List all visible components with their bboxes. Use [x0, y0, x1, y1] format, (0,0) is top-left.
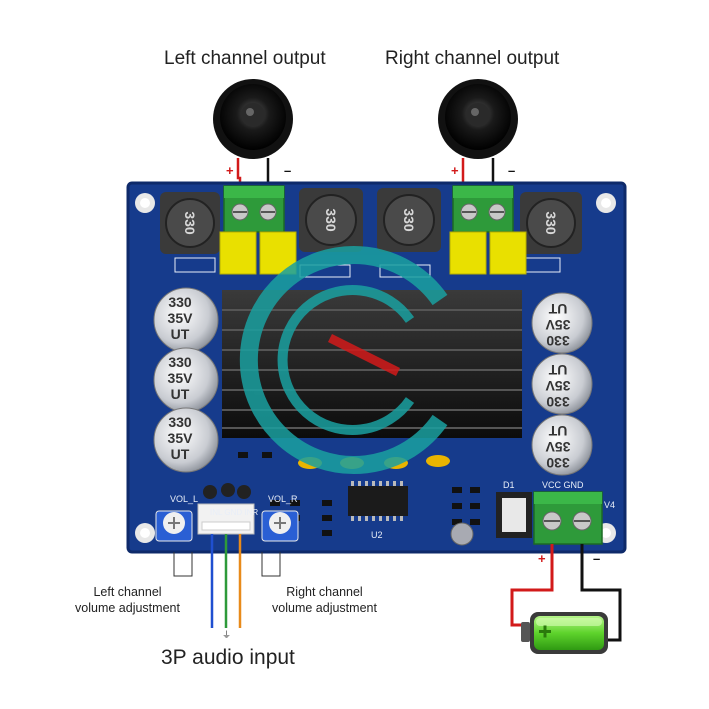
- capacitor-brand: UT: [548, 423, 567, 439]
- right-channel-output-label: Right channel output: [385, 48, 560, 69]
- volume-callout-brackets: [173, 552, 281, 577]
- left-volume-label: Left channel volume adjustment: [60, 584, 195, 616]
- electrolytic-capacitor-right-3: 330 35V UT: [531, 414, 593, 476]
- electrolytic-capacitor-right-1: 330 35V UT: [531, 292, 593, 354]
- power-wires: [510, 544, 622, 642]
- inductor-1: 330: [160, 192, 220, 254]
- capacitor-voltage: 35V: [168, 430, 194, 446]
- vol-left-silk: VOL_L: [170, 494, 198, 504]
- power-terminal: VCC GND V4: [533, 480, 615, 545]
- left-minus-sign: –: [284, 163, 291, 178]
- capacitor-value: 330: [546, 455, 570, 471]
- capacitor-brand: UT: [548, 362, 567, 378]
- capacitor-brand: UT: [171, 326, 190, 342]
- left-volume-label-line1: Left channel: [93, 585, 162, 599]
- left-channel-output-label: Left channel output: [164, 48, 326, 69]
- watermark-logo-icon: [239, 246, 448, 474]
- inductor-3: 330: [377, 188, 441, 252]
- input-capacitors: [203, 483, 251, 499]
- capacitor-voltage: 35V: [545, 439, 571, 455]
- capacitor-brand: UT: [171, 386, 190, 402]
- terminal-label: V4: [604, 500, 615, 510]
- right-volume-label: Right channel volume adjustment: [262, 584, 387, 616]
- capacitor-value: 330: [168, 354, 192, 370]
- capacitor-voltage: 35V: [545, 378, 571, 394]
- ic-chip: U2: [348, 481, 408, 540]
- right-volume-label-line1: Right channel: [286, 585, 363, 599]
- chip-label: U2: [371, 530, 383, 540]
- diode: D1: [496, 480, 532, 538]
- diode-label: D1: [503, 480, 515, 490]
- right-minus-sign: –: [508, 163, 515, 178]
- capacitor-value: 330: [168, 414, 192, 430]
- capacitor-brand: UT: [548, 301, 567, 317]
- battery-icon: [521, 612, 608, 654]
- right-volume-potentiometer: VOL_R: [261, 494, 299, 542]
- capacitor-value: 330: [546, 333, 570, 349]
- left-volume-label-line2: volume adjustment: [75, 601, 180, 615]
- right-output-terminal: [452, 185, 514, 233]
- inductor-2-marking: 330: [323, 208, 339, 232]
- power-minus-sign: –: [593, 551, 600, 566]
- audio-input-wires: [210, 534, 242, 628]
- electrolytic-capacitor-left-3: 330 35V UT: [153, 407, 219, 473]
- film-capacitors: [219, 231, 527, 275]
- electrolytic-capacitor-left-1: 330 35V UT: [153, 287, 219, 353]
- inductor-3-marking: 330: [401, 208, 417, 232]
- input-ground-mark: ⏚: [222, 630, 231, 640]
- audio-input-connector: INL GND INR: [197, 503, 258, 535]
- left-speaker-icon: [213, 79, 293, 159]
- capacitor-brand: UT: [171, 446, 190, 462]
- vol-right-silk: VOL_R: [268, 494, 298, 504]
- right-plus-sign: +: [451, 163, 459, 178]
- power-plus-sign: +: [538, 551, 546, 566]
- left-output-terminal: [223, 185, 285, 233]
- inductor-4: 330: [520, 192, 582, 254]
- inductor-2: 330: [299, 188, 363, 252]
- capacitor-voltage: 35V: [168, 310, 194, 326]
- capacitor-voltage: 35V: [545, 317, 571, 333]
- left-plus-sign: +: [226, 163, 234, 178]
- audio-input-label: 3P audio input: [161, 646, 295, 669]
- left-volume-potentiometer: VOL_L: [155, 494, 198, 542]
- electrolytic-capacitor-right-2: 330 35V UT: [531, 353, 593, 415]
- right-volume-label-line2: volume adjustment: [272, 601, 377, 615]
- inductor-1-marking: 330: [182, 211, 198, 235]
- input-pins-silk: INL GND INR: [210, 508, 258, 517]
- right-speaker-icon: [438, 79, 518, 159]
- power-pins-label: VCC GND: [542, 480, 584, 490]
- small-capacitor: [450, 522, 474, 546]
- capacitor-value: 330: [546, 394, 570, 410]
- capacitor-voltage: 35V: [168, 370, 194, 386]
- inductor-4-marking: 330: [543, 211, 559, 235]
- electrolytic-capacitor-left-2: 330 35V UT: [153, 347, 219, 413]
- capacitor-value: 330: [168, 294, 192, 310]
